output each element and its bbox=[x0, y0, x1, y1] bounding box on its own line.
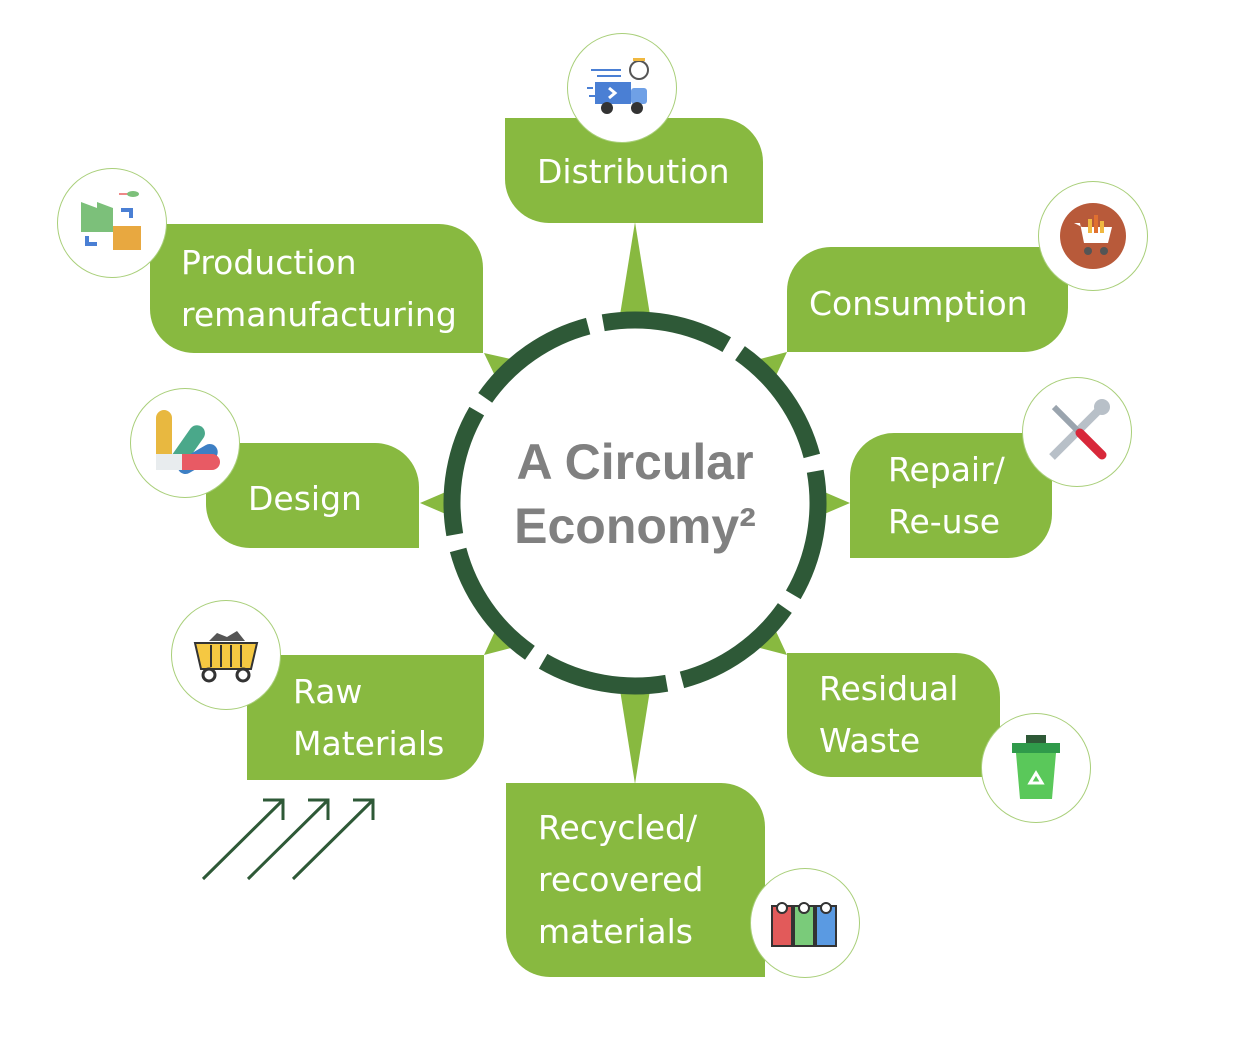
color-palette-icon bbox=[130, 388, 240, 498]
connector-production bbox=[484, 353, 515, 380]
cycle-ring bbox=[460, 328, 810, 678]
cycle-ring-arrows bbox=[443, 311, 827, 695]
sorting-bins-icon bbox=[750, 868, 860, 978]
node-production: Production remanufacturing bbox=[150, 224, 483, 353]
node-design: Design bbox=[206, 443, 419, 548]
node-label: materials bbox=[538, 912, 693, 951]
node-label: Re-use bbox=[888, 501, 1001, 541]
arrows-decoration bbox=[201, 798, 375, 881]
connector-distribution bbox=[620, 222, 650, 315]
node-label: Production bbox=[181, 242, 357, 282]
node-distribution: Distribution bbox=[505, 118, 763, 223]
node-label: Design bbox=[248, 478, 362, 518]
node-residual: Residual Waste bbox=[787, 653, 1000, 777]
node-label: Residual bbox=[819, 669, 959, 708]
recycle-bin-icon bbox=[981, 713, 1091, 823]
center-title: A Circular Economy² bbox=[470, 430, 800, 558]
connectors bbox=[420, 222, 850, 784]
connector-residual bbox=[756, 627, 787, 655]
node-label: Waste bbox=[819, 721, 921, 760]
node-repair: Repair/ Re-use bbox=[850, 433, 1052, 558]
node-label: Consumption bbox=[809, 283, 1028, 323]
node-raw-materials: Raw Materials bbox=[247, 655, 484, 780]
tools-icon bbox=[1022, 377, 1132, 487]
center-title-line1: A Circular bbox=[516, 434, 754, 490]
node-label: Raw bbox=[293, 671, 363, 711]
node-label: Materials bbox=[293, 723, 445, 763]
node-consumption: Consumption bbox=[787, 247, 1068, 352]
node-label: Recycled/ bbox=[538, 808, 698, 847]
node-label: Distribution bbox=[537, 151, 730, 191]
node-recycled: Recycled/ recovered materials bbox=[506, 783, 765, 977]
connector-consumption bbox=[756, 352, 787, 380]
node-label: remanufacturing bbox=[181, 294, 457, 334]
node-label: Repair/ bbox=[888, 449, 1005, 489]
mine-cart-icon bbox=[171, 600, 281, 710]
center-title-line2: Economy² bbox=[514, 498, 756, 554]
delivery-truck-icon bbox=[567, 33, 677, 143]
connector-recycled bbox=[620, 690, 650, 784]
shopping-cart-icon bbox=[1038, 181, 1148, 291]
node-label: recovered bbox=[538, 860, 704, 899]
connector-raw bbox=[484, 627, 515, 655]
factory-icon bbox=[57, 168, 167, 278]
